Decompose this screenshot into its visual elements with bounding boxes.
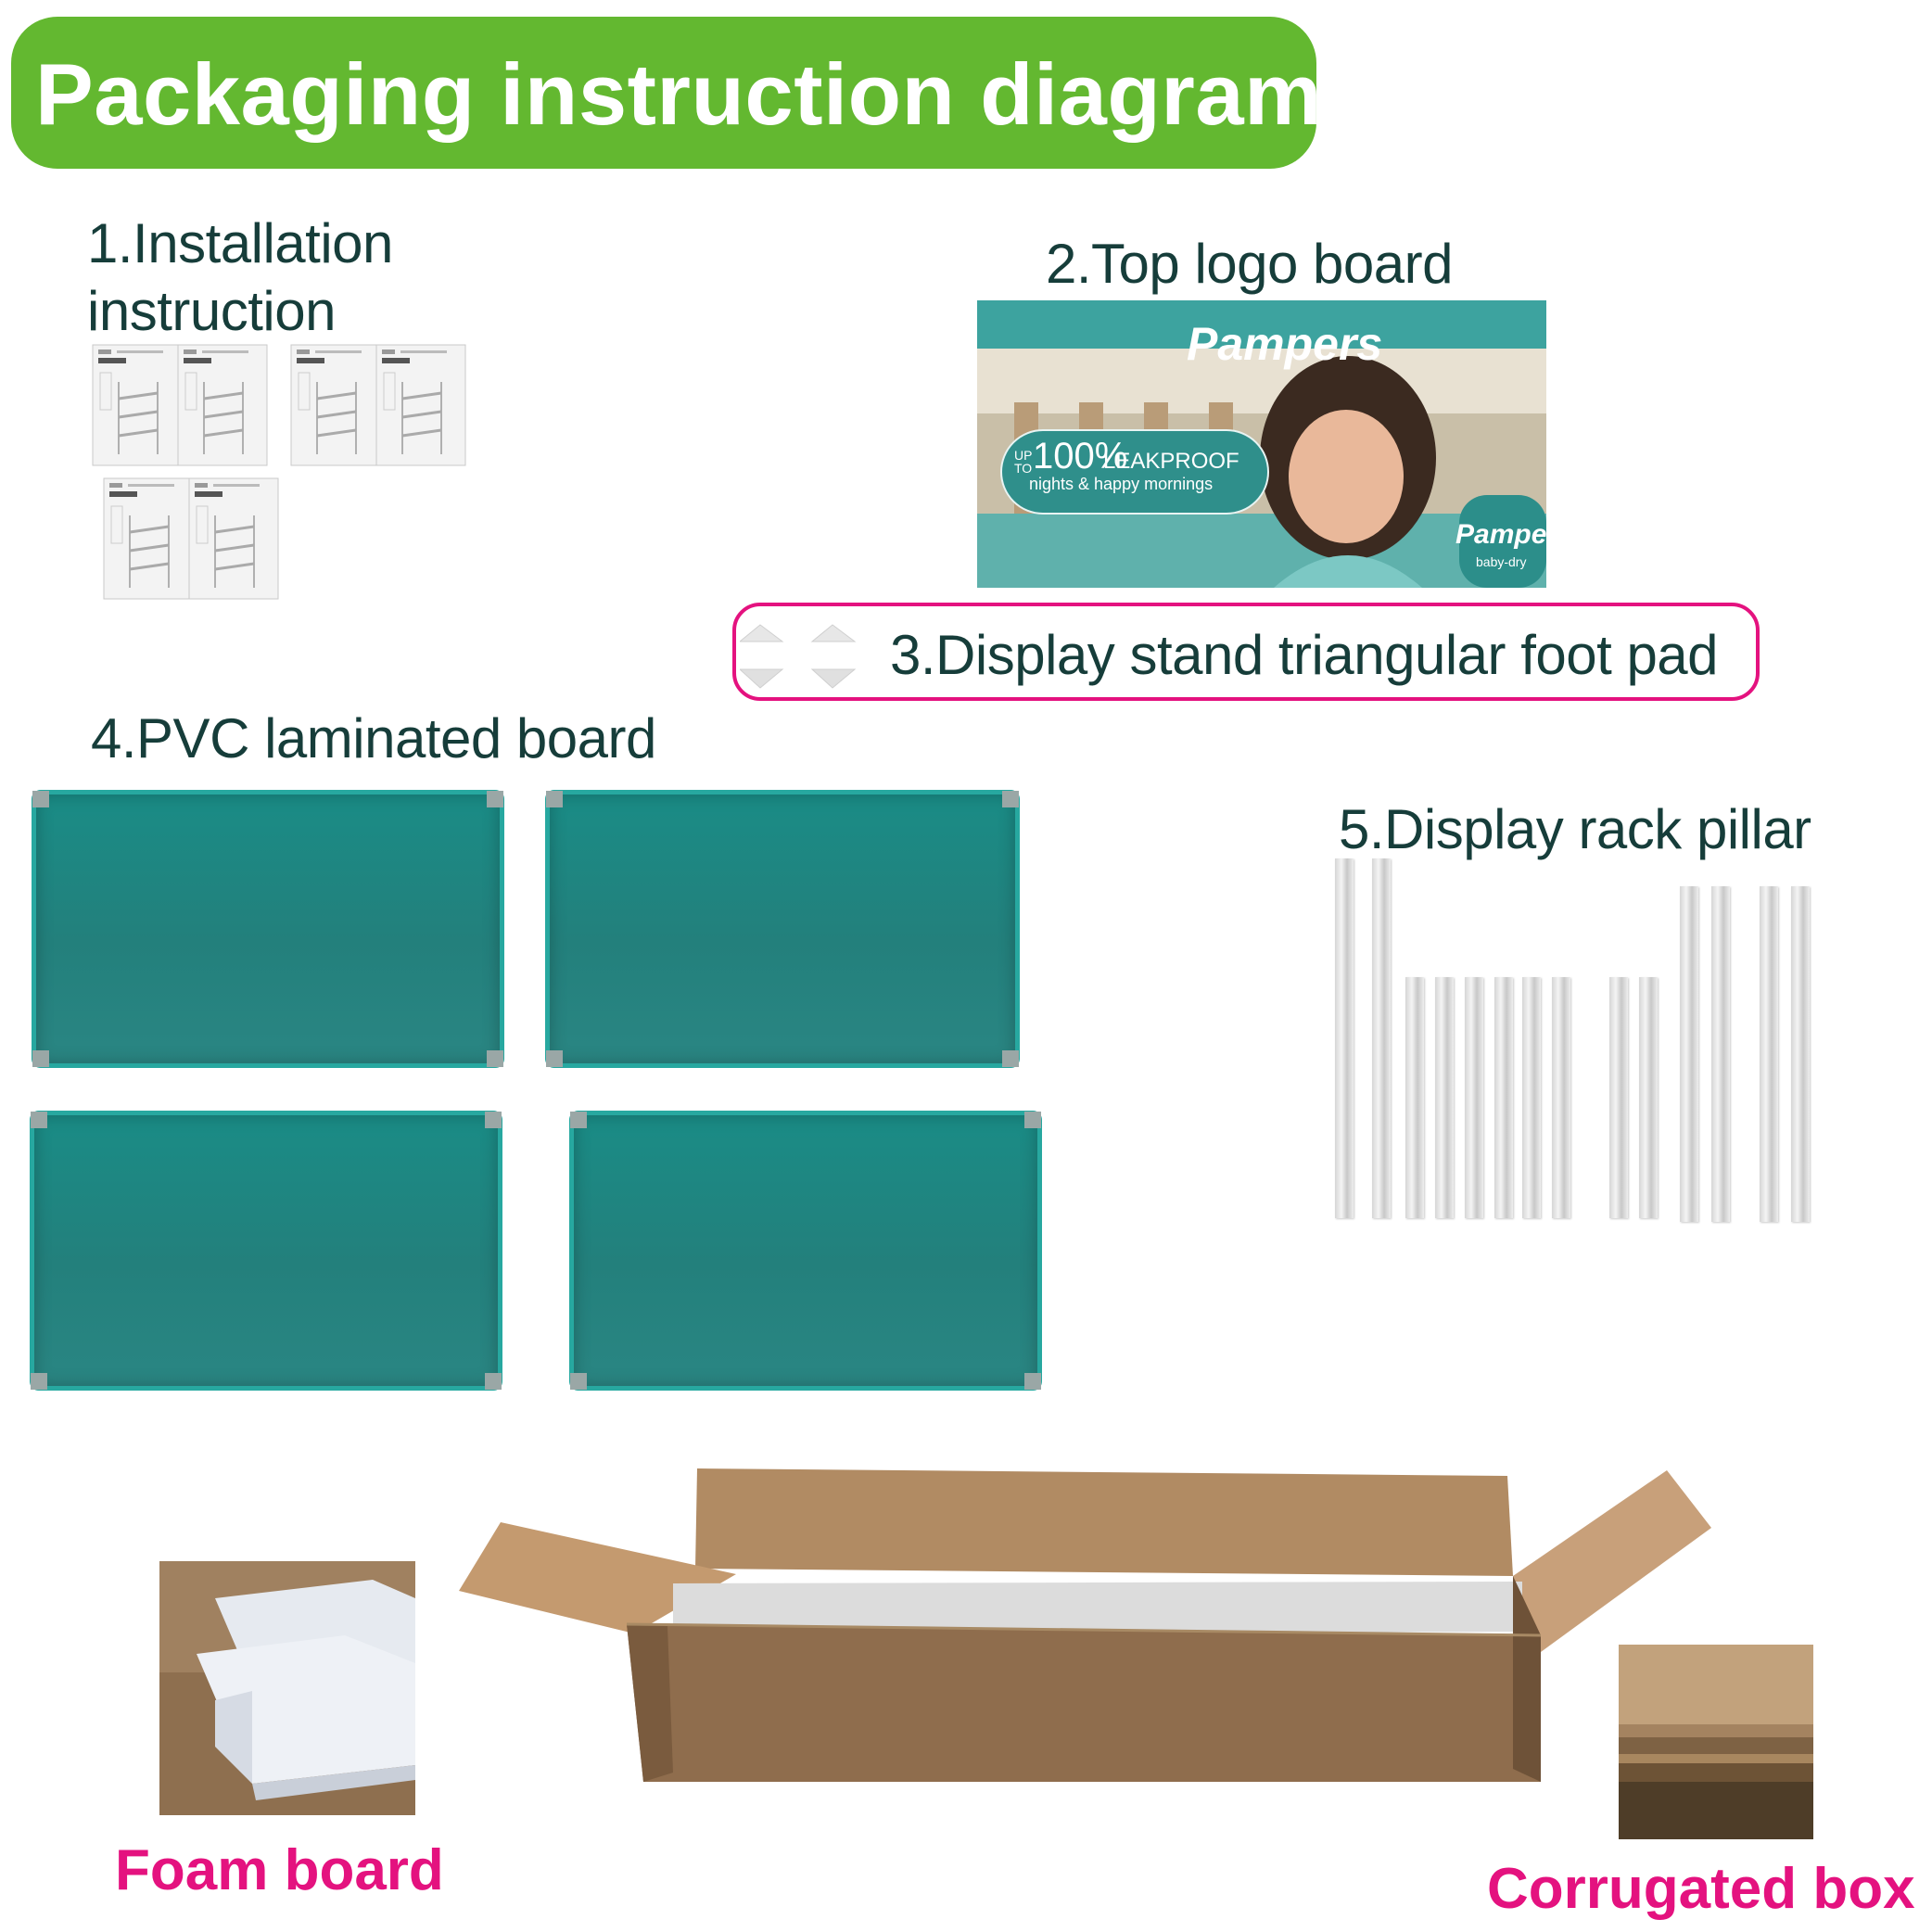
- logo-brand-small: Pampers: [1455, 519, 1546, 550]
- cardboard-box: [458, 1463, 1719, 1806]
- pillar: [1335, 858, 1354, 1218]
- installation-label-line1: 1.Installation: [87, 212, 393, 274]
- pillar: [1494, 977, 1513, 1218]
- corrugated-box-label: Corrugated box: [1487, 1857, 1915, 1921]
- pvc-corner: [31, 1112, 47, 1128]
- foam-board-label: Foam board: [115, 1838, 444, 1902]
- pillar: [1791, 886, 1810, 1222]
- pvc-corner: [1002, 791, 1019, 807]
- pillar: [1372, 858, 1391, 1218]
- logo-percent: 100%: [1033, 436, 1128, 477]
- pillar: [1639, 977, 1658, 1218]
- pillar: [1522, 977, 1541, 1218]
- foam-board-graphic: [159, 1561, 415, 1815]
- logo-up-to: UP TO: [1014, 448, 1033, 476]
- pvc-corner: [546, 1050, 563, 1067]
- pvc-corner: [32, 1050, 49, 1067]
- pillar: [1405, 977, 1424, 1218]
- pillar: [1711, 886, 1730, 1222]
- pvc-corner: [487, 1050, 503, 1067]
- pillar: [1760, 886, 1778, 1222]
- pvc-corner: [1024, 1112, 1041, 1128]
- corrugated-sample-graphic: [1619, 1645, 1813, 1839]
- pvc-corner: [31, 1373, 47, 1390]
- foot-pad-icons: [738, 624, 857, 689]
- logo-tagline: nights & happy mornings: [1029, 475, 1214, 493]
- pvc-board-3: [30, 1111, 502, 1391]
- pillar: [1680, 886, 1698, 1222]
- pvc-corner: [485, 1112, 502, 1128]
- pillar: [1465, 977, 1483, 1218]
- pvc-corner: [487, 791, 503, 807]
- pvc-board-4: [569, 1111, 1042, 1391]
- cardboard-box-graphic: [459, 1468, 1711, 1782]
- foot-pad-label: 3.Display stand triangular foot pad: [890, 624, 1719, 686]
- pvc-corner: [570, 1112, 587, 1128]
- pvc-corner: [1024, 1373, 1041, 1390]
- pvc-corner: [32, 791, 49, 807]
- pvc-board-2: [545, 790, 1020, 1068]
- installation-label-line2: instruction: [87, 280, 336, 343]
- pvc-corner: [485, 1373, 502, 1390]
- pillar-label: 5.Display rack pillar: [1339, 798, 1811, 860]
- pillar: [1435, 977, 1454, 1218]
- installation-label: 1.Installation instruction: [87, 210, 393, 345]
- pvc-board-1: [32, 790, 504, 1068]
- pvc-corner: [1002, 1050, 1019, 1067]
- pvc-corner: [546, 791, 563, 807]
- logo-board-label: 2.Top logo board: [1046, 233, 1454, 295]
- logo-board-graphic: [977, 300, 1546, 588]
- pillar: [1609, 977, 1628, 1218]
- pvc-board-label: 4.PVC laminated board: [91, 707, 656, 769]
- page-title: Packaging instruction diagram: [35, 45, 1323, 143]
- corrugated-sample-photo: [1619, 1645, 1813, 1839]
- foot-pads: [738, 619, 870, 693]
- instruction-sheets: [91, 343, 480, 603]
- top-logo-board: Pampers UP TO 100% LEAKPROOF nights & ha…: [977, 300, 1546, 588]
- logo-product: baby-dry: [1476, 554, 1527, 569]
- foot-pad-box: [732, 603, 1760, 701]
- instruction-sheets-graphic: [91, 343, 467, 601]
- foam-board-photo: [159, 1561, 415, 1815]
- pvc-corner: [570, 1373, 587, 1390]
- logo-brand: Pampers: [1187, 318, 1383, 370]
- title-banner: [11, 17, 1316, 169]
- logo-leakproof: LEAKPROOF: [1103, 449, 1239, 474]
- pillar: [1552, 977, 1570, 1218]
